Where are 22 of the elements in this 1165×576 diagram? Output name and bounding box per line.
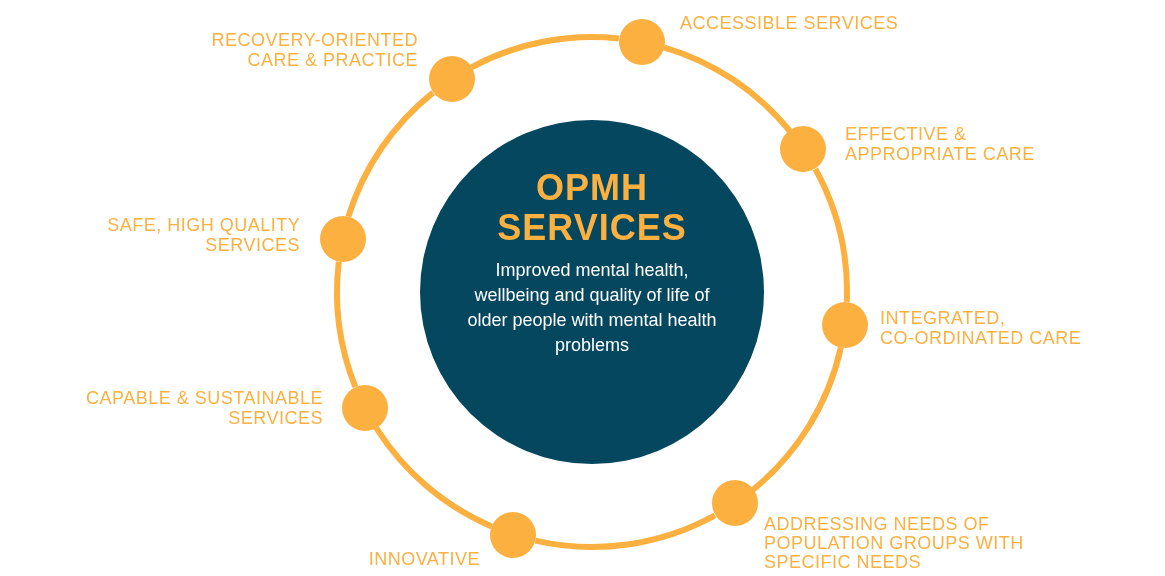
center-heading: OPMH SERVICES [496, 168, 688, 248]
ring-label: SAFE, HIGH QUALITY SERVICES [106, 215, 300, 255]
ring-label: ACCESSIBLE SERVICES [680, 13, 900, 33]
ring-dot [341, 384, 388, 431]
center-description: Improved mental health, wellbeing and quality of life of older people with mental health problems [466, 259, 718, 357]
ring-dot [711, 480, 758, 527]
ring-arc [373, 426, 494, 530]
ring-dot [780, 126, 827, 173]
ring-arc [470, 34, 619, 71]
ring-arc [534, 512, 717, 550]
ring-label: RECOVERY-ORIENTED CARE & PRACTICE [210, 30, 418, 70]
ring-arc [334, 261, 359, 388]
ring-label: INNOVATIVE [367, 549, 480, 569]
ring-arc [345, 90, 436, 218]
ring-arc [751, 346, 844, 492]
ring-label: INTEGRATED, CO-ORDINATED CARE [880, 308, 1083, 348]
ring-label: ADDRESSING NEEDS OF POPULATION GROUPS WITH SPECIFIC NEEDS [764, 515, 1025, 572]
ring-arc [812, 167, 850, 302]
ring-label: CAPABLE & SUSTAINABLE SERVICES [85, 388, 323, 428]
ring-arc [662, 44, 792, 133]
ring-dot [428, 56, 475, 103]
ring-label: EFFECTIVE & APPROPRIATE CARE [845, 124, 1036, 164]
